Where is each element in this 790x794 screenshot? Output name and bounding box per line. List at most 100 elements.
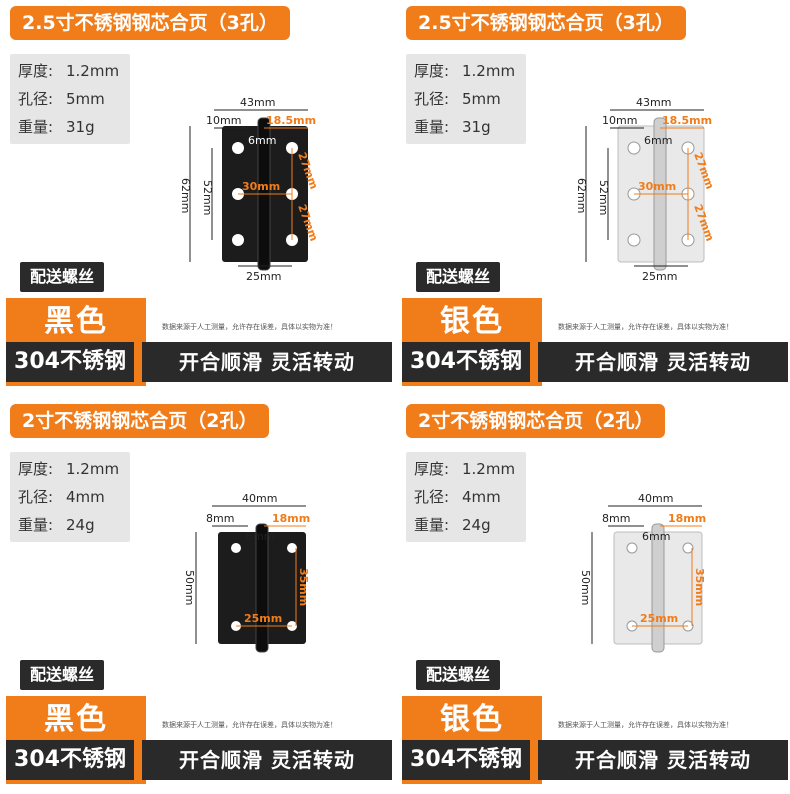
spec-label: 厚度: [18,62,54,80]
spec-value: 24g [462,516,491,534]
hinge-dimension-drawing: 43mm 10mm 18.5mm 6mm 62mm 52mm 30mm 27mm… [160,88,340,288]
spec-label: 孔径: [18,90,54,108]
dim-hole-span-v: 52mm [597,180,610,215]
measurement-note: 数据来源于人工测量，允许存在误差，具体以实物为准！ [162,323,337,331]
spec-thickness: 厚度: 1.2mm [18,60,119,81]
dim-hole-offset: 18mm [272,512,310,525]
spec-label: 重量: [18,118,54,136]
hinge-dimension-drawing: 40mm 8mm 18mm 6mm 50mm 35mm 25mm [556,486,736,686]
product-panel-silver-3hole: 2.5寸不锈钢钢芯合页（3孔） 厚度:1.2mm 孔径:5mm 重量:31g 4… [396,0,788,390]
spec-label: 孔径: [414,488,450,506]
spec-value: 31g [66,118,95,136]
dim-left-width: 8mm [602,512,630,525]
spec-box: 厚度: 1.2mm 孔径: 5mm 重量:31g [406,54,526,144]
color-name: 黑色 [44,304,108,339]
spec-box: 厚度: 1.2mm 孔径: 4mm 重量: 24g [10,452,130,542]
product-panel-black-2hole: 2寸不锈钢钢芯合页（2孔） 厚度: 1.2mm 孔径: 4mm 重量: 24g 40m… [0,398,392,788]
spec-label: 孔径: [414,90,450,108]
dim-hole-span-h: 25mm [244,612,282,625]
dim-knuckle: 6mm [246,530,274,543]
spec-value: 24g [66,516,95,534]
dim-hole-gap-1: 35mm [297,568,310,606]
slogan: 开合顺滑 灵活转动 [142,342,392,382]
slogan: 开合顺滑 灵活转动 [538,342,788,382]
spec-value: 4mm [66,488,105,506]
hinge-dimension-drawing: 40mm 8mm 18mm 6mm 50mm 35mm 25mm [160,486,340,686]
hinge-knuckle [255,523,269,653]
hinge-knuckle [651,523,665,653]
dim-total-width: 43mm [240,96,275,109]
panel-title: 2寸不锈钢钢芯合页（2孔） [10,404,270,438]
dim-knuckle: 6mm [248,134,276,147]
material-label: 304不锈钢 [402,740,530,780]
feature-banner: 黑色 304不锈钢 数据来源于人工测量，允许存在误差，具体以实物为准！ 开合顺滑… [0,298,392,386]
dim-outer-height: 62mm [179,178,192,213]
spec-weight: 重量: 24g [18,514,95,535]
spec-hole-diameter: 孔径: 5mm [414,88,501,109]
feature-banner: 黑色 304不锈钢 数据来源于人工测量，允许存在误差，具体以实物为准！ 开合顺滑… [0,696,392,784]
spec-hole-diameter: 孔径: 4mm [18,486,105,507]
dim-bottom-width: 25mm [642,270,677,283]
screw-hole [627,141,641,155]
spec-value: 1.2mm [66,460,120,478]
spec-box: 厚度: 1.2mm 孔径: 4mm 重量: 24g [406,452,526,542]
dim-total-width: 43mm [636,96,671,109]
dim-hole-gap-1: 35mm [693,568,706,606]
screw-hole [626,542,638,554]
dim-outer-height: 62mm [575,178,588,213]
spec-value: 1.2mm [66,62,120,80]
dim-total-width: 40mm [638,492,673,505]
dim-hole-offset: 18.5mm [662,114,712,127]
spec-hole-diameter: 孔径: 5mm [18,88,105,109]
panel-title: 2寸不锈钢钢芯合页（2孔） [406,404,666,438]
panel-title: 2.5寸不锈钢钢芯合页（3孔） [10,6,290,40]
spec-label: 重量: [18,516,54,534]
spec-value: 4mm [462,488,501,506]
dim-outer-height: 50mm [183,570,196,605]
material-label: 304不锈钢 [6,342,134,382]
measurement-note: 数据来源于人工测量，允许存在误差，具体以实物为准！ [558,721,733,729]
color-name: 黑色 [44,702,108,737]
dim-hole-span-v: 52mm [201,180,214,215]
spec-value: 1.2mm [462,460,516,478]
slogan: 开合顺滑 灵活转动 [142,740,392,780]
product-panel-silver-2hole: 2寸不锈钢钢芯合页（2孔） 厚度: 1.2mm 孔径: 4mm 重量: 24g 40m… [396,398,788,788]
hinge-dimension-drawing: 43mm 10mm 18.5mm 6mm 62mm 52mm 30mm 27mm… [556,88,736,288]
color-name: 银色 [440,304,504,339]
dim-left-width: 10mm [206,114,241,127]
spec-label: 重量: [414,516,450,534]
spec-box: 厚度: 1.2mm 孔径: 5mm 重量: 31g [10,54,130,144]
spec-weight: 重量:31g [414,116,491,137]
measurement-note: 数据来源于人工测量，允许存在误差，具体以实物为准！ [558,323,733,331]
spec-label: 厚度: [414,460,450,478]
feature-banner: 银色 304不锈钢 数据来源于人工测量，允许存在误差，具体以实物为准！ 开合顺滑… [396,696,788,784]
spec-value: 31g [462,118,491,136]
spec-weight: 重量: 24g [414,514,491,535]
dim-knuckle: 6mm [642,530,670,543]
spec-thickness: 厚度: 1.2mm [414,458,515,479]
dim-hole-offset: 18mm [668,512,706,525]
spec-value: 1.2mm [462,62,516,80]
spec-label: 厚度: [414,62,450,80]
screws-included-badge: 配送螺丝 [416,262,501,292]
spec-label: 厚度: [18,460,54,478]
screws-included-badge: 配送螺丝 [20,660,105,690]
dim-left-width: 8mm [206,512,234,525]
slogan: 开合顺滑 灵活转动 [538,740,788,780]
dim-knuckle: 6mm [644,134,672,147]
dim-hole-span-h: 30mm [242,180,280,193]
spec-value: 5mm [66,90,105,108]
screw-hole [682,542,694,554]
material-label: 304不锈钢 [402,342,530,382]
spec-weight: 重量: 31g [18,116,95,137]
feature-banner: 银色 304不锈钢 数据来源于人工测量，允许存在误差，具体以实物为准！ 开合顺滑… [396,298,788,386]
product-panel-black-3hole: 2.5寸不锈钢钢芯合页（3孔） 厚度: 1.2mm 孔径: 5mm 重量: 31g [0,0,392,390]
spec-value: 5mm [462,90,501,108]
spec-label: 孔径: [18,488,54,506]
dim-total-width: 40mm [242,492,277,505]
color-name: 银色 [440,702,504,737]
dim-bottom-width: 25mm [246,270,281,283]
dim-hole-span-h: 25mm [640,612,678,625]
dim-outer-height: 50mm [579,570,592,605]
screw-hole [287,543,297,553]
